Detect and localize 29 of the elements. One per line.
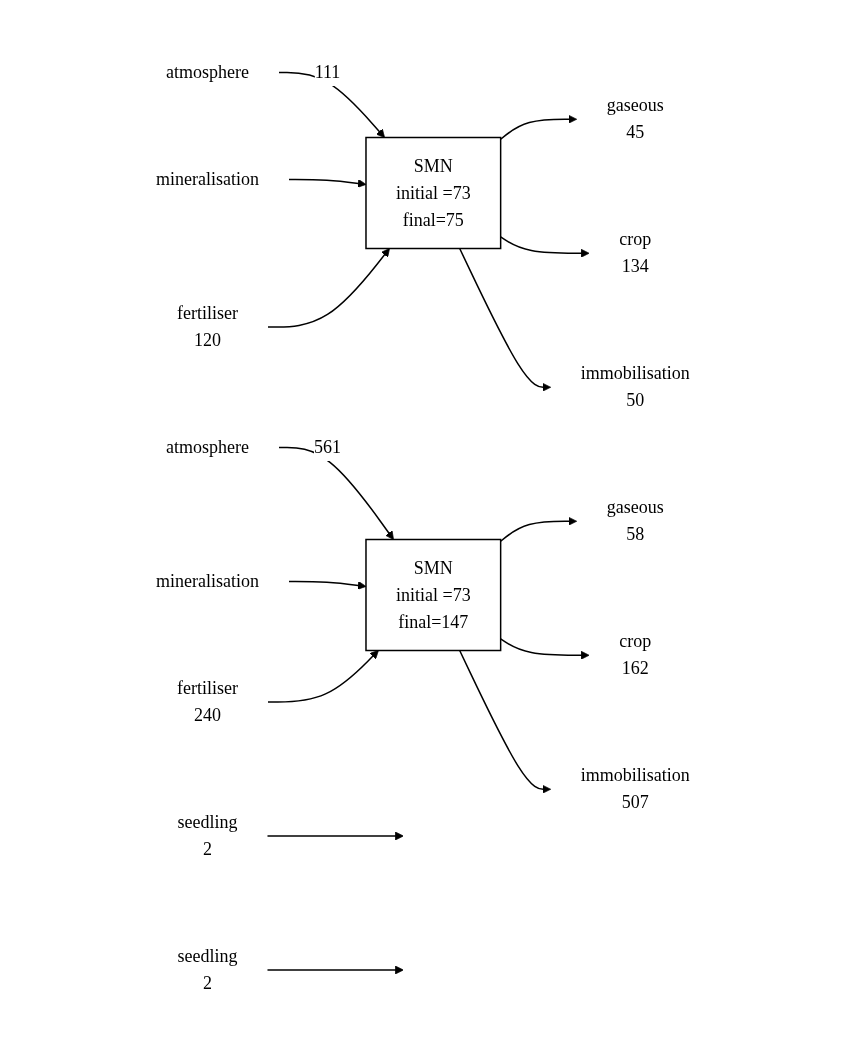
arrow <box>459 247 552 392</box>
flow-label: immobilisation 50 <box>580 362 690 410</box>
arrow <box>500 235 590 258</box>
flow-label: crop 162 <box>619 630 652 678</box>
arrow <box>459 649 552 794</box>
arrow <box>500 637 590 660</box>
flow-label: mineralisation <box>156 570 260 591</box>
pool-box: SMN initial =73 final=147 <box>365 538 502 651</box>
flow-label: atmosphere <box>166 61 250 82</box>
flow-label: fertiliser 240 <box>177 677 239 725</box>
arrow <box>267 649 379 703</box>
flow-label: crop 134 <box>619 228 652 276</box>
flow-label: gaseous 45 <box>606 94 664 142</box>
arrow <box>288 178 367 188</box>
arrow <box>267 247 391 328</box>
flow-label: atmosphere <box>166 436 250 457</box>
flow-label: immobilisation 507 <box>580 764 690 812</box>
arrow <box>500 114 578 140</box>
arrow <box>500 516 578 542</box>
flow-label: seedling 2 <box>177 811 238 859</box>
arrow <box>278 446 395 540</box>
flow-label: gaseous 58 <box>606 496 664 544</box>
flow-label: fertiliser 120 <box>177 302 239 350</box>
flow-label: mineralisation <box>156 168 260 189</box>
arrow <box>266 965 404 974</box>
flow-label: seedling 2 <box>177 945 238 993</box>
arrow <box>288 580 367 590</box>
pool-box: SMN initial =73 final=75 <box>365 136 502 249</box>
arrow <box>266 831 404 840</box>
